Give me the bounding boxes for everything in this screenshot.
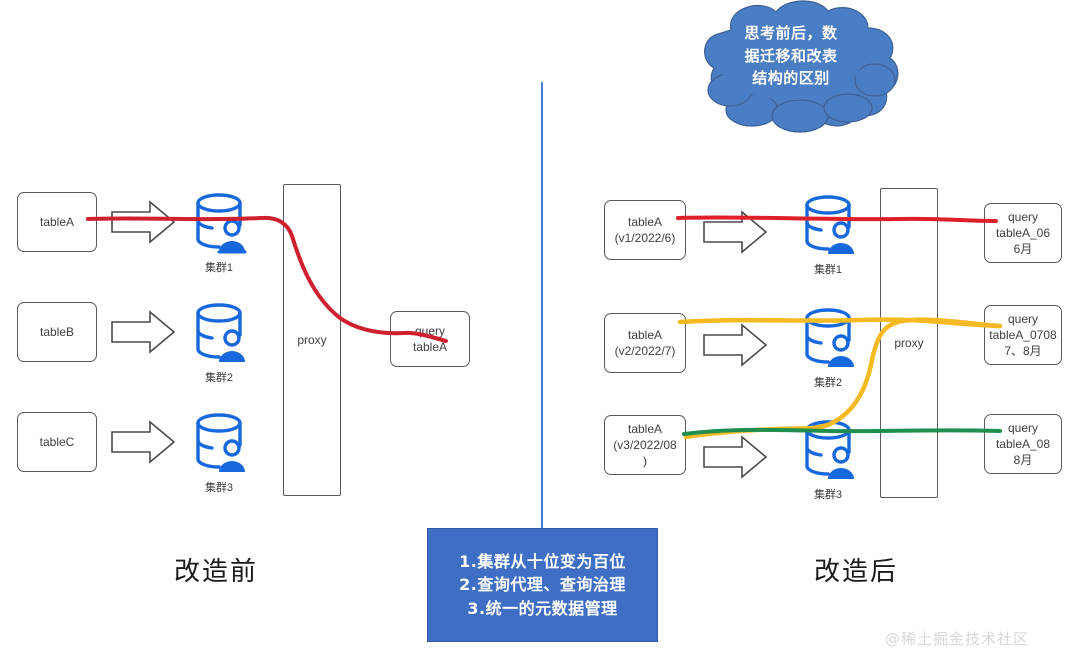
right-section-title: 改造后 [814,557,899,587]
left-cluster-label-1: 集群1 [204,262,234,274]
cloud-callout-text: 思考前后，数 据迁移和改表 结构的区别 [700,22,882,90]
right-query-08-line-2: tableA_08 [995,436,1051,451]
database-user-icon [805,308,854,367]
left-section-title: 改造前 [174,557,259,587]
watermark: @稀土掘金技术社区 [885,630,1030,648]
right-query-06-line-2: tableA_06 [995,225,1051,240]
database-user-icon [196,303,245,362]
left-query-box[interactable]: query tableA [390,311,470,367]
right-query-0708-line-3: 7、8月 [1004,344,1042,359]
left-cluster-label-2: 集群2 [204,372,234,384]
right-query-box-08[interactable]: query tableA_08 8月 [984,414,1062,474]
left-table-label-b: tableB [39,324,75,339]
right-query-08-line-1: query [1007,420,1039,435]
right-query-06-line-3: 6月 [1013,242,1033,257]
summary-line-1: 1.集群从十位变为百位 [459,552,626,572]
cloud-line-3: 结构的区别 [752,69,830,87]
right-table-v3-line-3: ) [643,454,647,469]
block-arrow-icon [703,210,768,254]
right-cluster-label-2: 集群2 [813,377,843,389]
right-table-v2-line-2: (v2/2022/7) [614,344,676,358]
cloud-line-2: 据迁移和改表 [744,46,838,65]
left-query-line-2: tableA [412,340,448,354]
left-proxy-box[interactable]: proxy [283,184,341,496]
right-cluster-label-1: 集群1 [813,264,843,276]
left-proxy-label: proxy [297,332,327,347]
block-arrow-icon [703,435,768,479]
right-proxy-box[interactable]: proxy [880,188,938,498]
right-query-0708-line-1: query [1007,311,1039,326]
center-divider [541,82,543,529]
right-table-box-v2[interactable]: tableA (v2/2022/7) [604,313,686,373]
block-arrow-icon [111,310,176,354]
right-query-06-line-1: query [1007,209,1039,224]
right-table-v1-line-2: (v1/2022/6) [614,231,676,245]
right-query-0708-line-2: tableA_0708 [989,327,1057,342]
summary-line-3: 3.统一的元数据管理 [467,598,618,618]
summary-box: 1.集群从十位变为百位 2.查询代理、查询治理 3.统一的元数据管理 [427,528,658,642]
cloud-line-1: 思考前后，数 [744,24,838,42]
left-table-label-a: tableA [39,214,75,229]
right-cluster-label-3: 集群3 [813,489,843,501]
block-arrow-icon [111,420,176,464]
right-query-08-line-3: 8月 [1013,453,1033,468]
database-user-icon [805,195,854,254]
right-proxy-label: proxy [894,335,924,350]
right-table-box-v1[interactable]: tableA (v1/2022/6) [604,200,686,260]
database-user-icon [196,413,245,472]
left-table-box-c[interactable]: tableC [17,412,97,472]
database-user-icon [805,420,854,479]
left-table-label-c: tableC [39,434,75,449]
left-cluster-label-3: 集群3 [204,482,234,494]
summary-line-2: 2.查询代理、查询治理 [459,575,626,595]
block-arrow-icon [703,323,768,367]
block-arrow-icon [111,200,176,244]
left-table-box-b[interactable]: tableB [17,302,97,362]
right-table-v3-line-2: (v3/2022/08 [613,437,677,452]
left-query-line-1: query [414,323,446,338]
right-table-v2-line-1: tableA [627,327,663,342]
right-query-box-06[interactable]: query tableA_06 6月 [984,203,1062,263]
left-table-box-a[interactable]: tableA [17,192,97,252]
database-user-icon [196,193,247,254]
right-table-box-v3[interactable]: tableA (v3/2022/08 ) [604,415,686,475]
right-query-box-0708[interactable]: query tableA_0708 7、8月 [984,305,1062,365]
right-table-v3-line-1: tableA [627,421,663,436]
right-table-v1-line-1: tableA [627,214,663,229]
